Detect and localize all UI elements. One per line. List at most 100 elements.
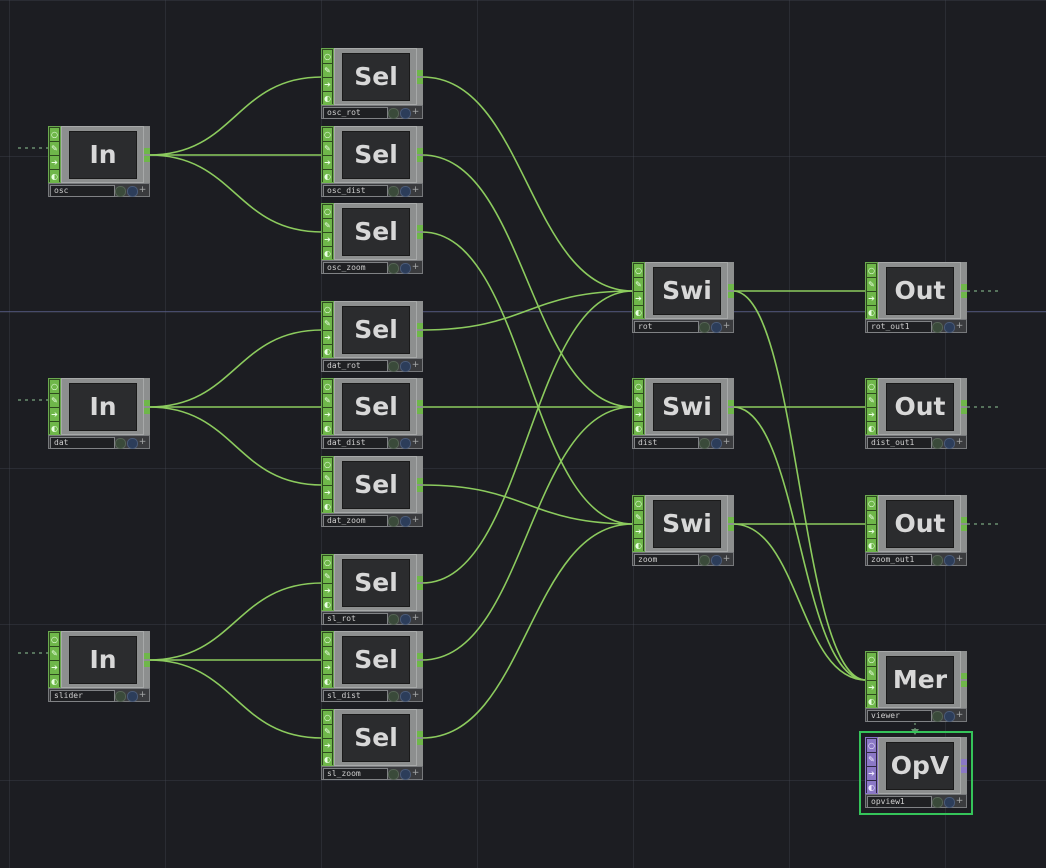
output-connector[interactable]: [144, 148, 150, 154]
output-connector[interactable]: [417, 233, 423, 239]
node-output-connectors[interactable]: [961, 737, 967, 794]
circle-icon[interactable]: ○: [323, 205, 332, 218]
node-output-connectors[interactable]: [417, 456, 423, 513]
node-output-connectors[interactable]: [417, 709, 423, 766]
output-connector[interactable]: [144, 400, 150, 406]
display-toggle-icon[interactable]: [711, 322, 722, 333]
arrow-icon[interactable]: ➔: [867, 292, 876, 305]
node-name-field[interactable]: dist_out1: [867, 437, 932, 449]
node-name-field[interactable]: sl_dist: [323, 690, 388, 702]
mouse-icon[interactable]: ◐: [50, 170, 59, 183]
output-connector[interactable]: [961, 517, 967, 523]
viewer-toggle-icon[interactable]: [699, 322, 710, 333]
circle-icon[interactable]: ○: [323, 303, 332, 316]
plus-icon[interactable]: +: [955, 796, 964, 806]
pencil-icon[interactable]: ✎: [867, 278, 876, 291]
arrow-icon[interactable]: ➔: [323, 584, 332, 597]
output-connector[interactable]: [417, 731, 423, 737]
circle-icon[interactable]: ○: [867, 739, 876, 752]
output-connector[interactable]: [961, 681, 967, 687]
mouse-icon[interactable]: ◐: [867, 306, 876, 319]
display-toggle-icon[interactable]: [400, 263, 411, 274]
mouse-icon[interactable]: ◐: [867, 695, 876, 708]
node-name-field[interactable]: dist: [634, 437, 699, 449]
plus-icon[interactable]: +: [411, 262, 420, 272]
viewer-toggle-icon[interactable]: [932, 555, 943, 566]
node-output-connectors[interactable]: [417, 554, 423, 611]
plus-icon[interactable]: +: [411, 768, 420, 778]
pencil-icon[interactable]: ✎: [323, 64, 332, 77]
viewer-toggle-icon[interactable]: [388, 108, 399, 119]
pencil-icon[interactable]: ✎: [323, 647, 332, 660]
viewer-toggle-icon[interactable]: [388, 614, 399, 625]
display-toggle-icon[interactable]: [944, 711, 955, 722]
node-name-field[interactable]: sl_zoom: [323, 768, 388, 780]
output-connector[interactable]: [144, 156, 150, 162]
mouse-icon[interactable]: ◐: [50, 422, 59, 435]
plus-icon[interactable]: +: [411, 360, 420, 370]
circle-icon[interactable]: ○: [634, 264, 643, 277]
arrow-icon[interactable]: ➔: [867, 767, 876, 780]
viewer-toggle-icon[interactable]: [388, 361, 399, 372]
circle-icon[interactable]: ○: [867, 264, 876, 277]
plus-icon[interactable]: +: [955, 437, 964, 447]
viewer-toggle-icon[interactable]: [388, 516, 399, 527]
node-name-field[interactable]: dat_rot: [323, 360, 388, 372]
viewer-toggle-icon[interactable]: [115, 186, 126, 197]
output-connector[interactable]: [728, 525, 734, 531]
output-connector[interactable]: [144, 408, 150, 414]
viewer-toggle-icon[interactable]: [388, 769, 399, 780]
plus-icon[interactable]: +: [411, 515, 420, 525]
plus-icon[interactable]: +: [138, 437, 147, 447]
node-output-connectors[interactable]: [961, 651, 967, 708]
output-connector[interactable]: [728, 408, 734, 414]
circle-icon[interactable]: ○: [323, 633, 332, 646]
output-connector[interactable]: [144, 661, 150, 667]
mouse-icon[interactable]: ◐: [634, 306, 643, 319]
node-name-field[interactable]: rot: [634, 321, 699, 333]
pencil-icon[interactable]: ✎: [50, 142, 59, 155]
plus-icon[interactable]: +: [411, 613, 420, 623]
circle-icon[interactable]: ○: [634, 380, 643, 393]
node-output-connectors[interactable]: [417, 378, 423, 435]
node-output-connectors[interactable]: [417, 631, 423, 688]
arrow-icon[interactable]: ➔: [50, 156, 59, 169]
mouse-icon[interactable]: ◐: [323, 675, 332, 688]
viewer-toggle-icon[interactable]: [932, 711, 943, 722]
arrow-icon[interactable]: ➔: [323, 408, 332, 421]
output-connector[interactable]: [961, 284, 967, 290]
output-connector[interactable]: [144, 653, 150, 659]
output-connector[interactable]: [728, 292, 734, 298]
node-output-connectors[interactable]: [728, 495, 734, 552]
circle-icon[interactable]: ○: [323, 50, 332, 63]
mouse-icon[interactable]: ◐: [323, 753, 332, 766]
plus-icon[interactable]: +: [722, 321, 731, 331]
output-connector[interactable]: [728, 400, 734, 406]
viewer-toggle-icon[interactable]: [115, 438, 126, 449]
node-output-connectors[interactable]: [144, 378, 150, 435]
display-toggle-icon[interactable]: [400, 361, 411, 372]
display-toggle-icon[interactable]: [711, 555, 722, 566]
node-output-connectors[interactable]: [144, 126, 150, 183]
node-name-field[interactable]: zoom: [634, 554, 699, 566]
node-output-connectors[interactable]: [417, 48, 423, 105]
node-name-field[interactable]: slider: [50, 690, 115, 702]
mouse-icon[interactable]: ◐: [634, 422, 643, 435]
viewer-toggle-icon[interactable]: [932, 438, 943, 449]
output-connector[interactable]: [961, 408, 967, 414]
node-name-field[interactable]: viewer: [867, 710, 932, 722]
plus-icon[interactable]: +: [955, 554, 964, 564]
output-connector[interactable]: [417, 661, 423, 667]
node-name-field[interactable]: opview1: [867, 796, 932, 808]
viewer-toggle-icon[interactable]: [699, 438, 710, 449]
display-toggle-icon[interactable]: [400, 769, 411, 780]
